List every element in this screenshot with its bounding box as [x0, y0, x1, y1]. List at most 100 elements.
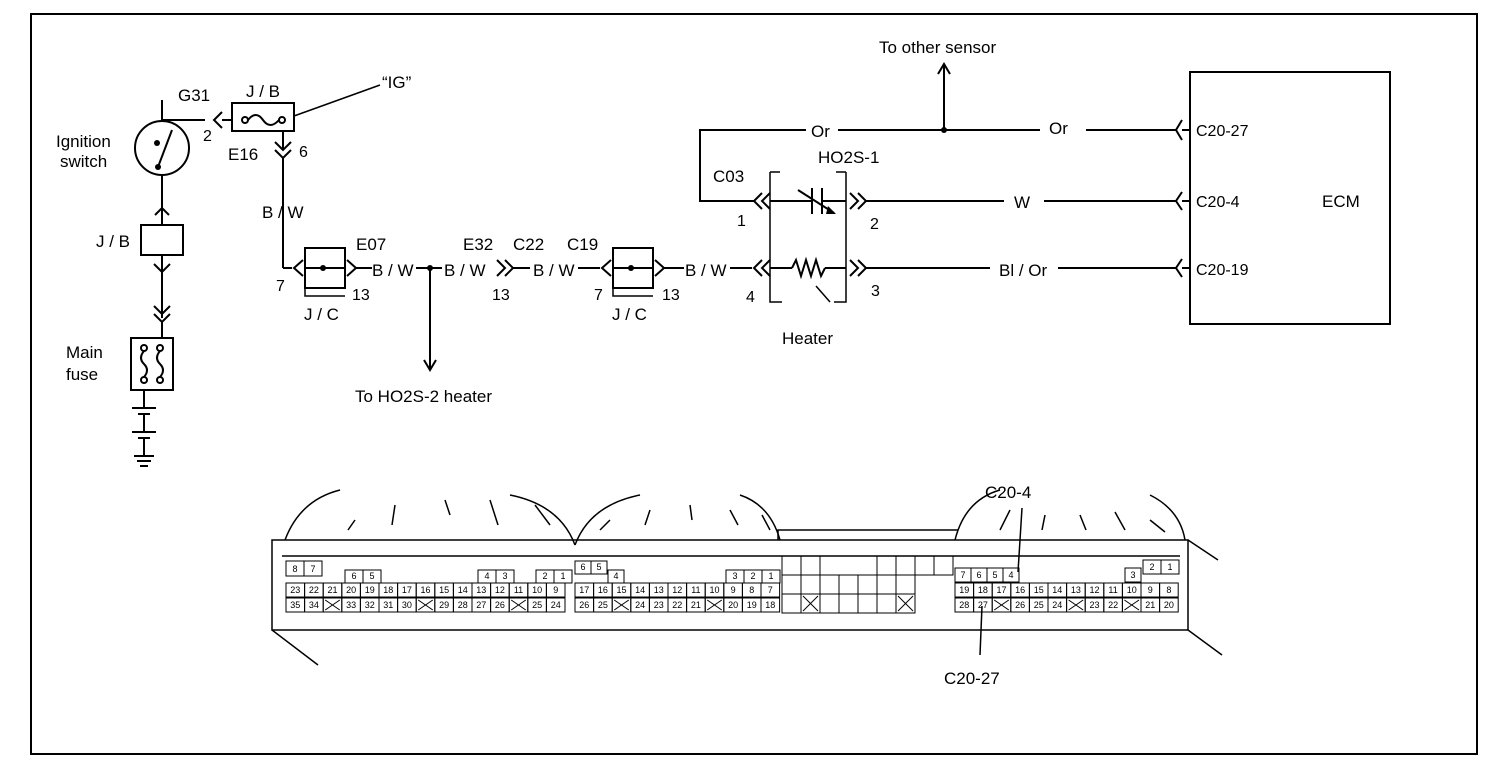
connector-c20-27-label: C20-27	[944, 669, 1000, 688]
pin-13a-label: 13	[352, 287, 370, 304]
connector-pin-number: 12	[672, 585, 682, 595]
or-2-label: Or	[1049, 119, 1068, 138]
connector-pin-number: 21	[327, 585, 337, 595]
pin-2-label: 2	[203, 128, 212, 145]
pin-13c-label: 13	[662, 287, 680, 304]
connector-pin-number: 8	[749, 585, 754, 595]
pin-1-label: 1	[737, 213, 746, 230]
connector-pin-number: 11	[1108, 585, 1117, 595]
connector-c20-4-label: C20-4	[985, 483, 1031, 502]
connector-pin-number: 19	[747, 600, 757, 610]
ecm-label: ECM	[1322, 192, 1360, 211]
connector-pin-number: 20	[1164, 600, 1174, 610]
connector-pin-number: 3	[502, 571, 507, 581]
connector-pin-number: 13	[476, 585, 486, 595]
pin-3-label: 3	[871, 283, 880, 300]
connector-pin-number: 11	[514, 585, 523, 595]
connector-pin-number: 22	[672, 600, 682, 610]
connector-pin-number: 15	[616, 585, 626, 595]
joint-connector-1	[292, 247, 358, 297]
connector-pin-number: 19	[959, 585, 969, 595]
connector-pin-number: 17	[402, 585, 412, 595]
ho2s1-label: HO2S-1	[818, 148, 879, 167]
bw-vertical-label: B / W	[262, 203, 304, 222]
heater-label: Heater	[782, 329, 833, 348]
connector-pin-number: 7	[310, 564, 315, 574]
connector-pin-number: 11	[691, 585, 700, 595]
connector-pin-number: 5	[596, 562, 601, 572]
jc2-label: J / C	[612, 305, 647, 324]
connector-pin-number: 1	[560, 571, 565, 581]
c19-label: C19	[567, 235, 598, 254]
connector-pin-number: 19	[365, 585, 375, 595]
connector-pin-number: 6	[580, 562, 585, 572]
w-label: W	[1014, 193, 1030, 212]
connector-pin-number: 31	[383, 600, 393, 610]
connector-pin-number: 22	[309, 585, 319, 595]
connector-pin-number: 7	[768, 585, 773, 595]
connector-pin-number: 26	[579, 600, 589, 610]
blor-label: Bl / Or	[999, 261, 1048, 280]
ig-label: “IG”	[382, 73, 412, 92]
connector-pin-number: 3	[1130, 570, 1135, 580]
connector-pin-number: 25	[532, 600, 542, 610]
connector-pin-number: 24	[551, 600, 561, 610]
diagram-frame	[30, 13, 1478, 755]
connector-pin-number: 7	[960, 570, 965, 580]
c20-4-pin-label: C20-4	[1196, 194, 1240, 211]
connector-pin-number: 14	[635, 585, 645, 595]
connector-pin-number: 18	[383, 585, 393, 595]
battery-symbol	[132, 407, 156, 467]
connector-pin-number: 16	[598, 585, 608, 595]
connector-pin-number: 4	[484, 571, 489, 581]
bw-3-label: B / W	[533, 261, 575, 280]
connector-pin-number: 18	[978, 585, 988, 595]
connector-pin-number: 17	[996, 585, 1006, 595]
connector-pin-number: 10	[709, 585, 719, 595]
connector-pin-number: 24	[1052, 600, 1062, 610]
e16-label: E16	[228, 145, 258, 164]
to-ho2s2-label: To HO2S-2 heater	[355, 387, 492, 406]
pin-7b-label: 7	[594, 287, 603, 304]
connector-pin-number: 9	[731, 585, 736, 595]
connector-pin-number: 23	[290, 585, 300, 595]
connector-pin-number: 12	[1089, 585, 1099, 595]
main-fuse-label-1: Main	[66, 343, 103, 362]
connector-pin-number: 22	[1108, 600, 1118, 610]
pin-2b-label: 2	[870, 216, 879, 233]
pin-7a-label: 7	[276, 278, 285, 295]
connector-pin-number: 1	[768, 571, 773, 581]
connector-pin-number: 32	[365, 600, 375, 610]
connector-pin-number: 9	[553, 585, 558, 595]
ignition-switch-label-1: Ignition	[56, 132, 111, 151]
bw-2-label: B / W	[444, 261, 486, 280]
jb-left-label: J / B	[96, 232, 130, 251]
connector-pin-number: 2	[542, 571, 547, 581]
ecm-box	[1189, 71, 1391, 325]
connector-pin-number: 3	[732, 571, 737, 581]
c20-27-pin-label: C20-27	[1196, 123, 1249, 140]
connector-pin-number: 9	[1148, 585, 1153, 595]
main-fuse-box	[130, 337, 174, 391]
bw-1-label: B / W	[372, 261, 414, 280]
connector-pin-number: 14	[458, 585, 468, 595]
connector-pin-number: 20	[728, 600, 738, 610]
connector-pin-number: 23	[1089, 600, 1099, 610]
connector-pin-number: 26	[495, 600, 505, 610]
connector-pin-number: 26	[1015, 600, 1025, 610]
connector-pin-number: 16	[420, 585, 430, 595]
connector-pin-number: 13	[654, 585, 664, 595]
jb-left-box	[140, 224, 184, 256]
connector-pin-number: 10	[532, 585, 542, 595]
connector-pin-number: 28	[959, 600, 969, 610]
pin-13b-label: 13	[492, 287, 510, 304]
e32-label: E32	[463, 235, 493, 254]
jc1-label: J / C	[304, 305, 339, 324]
connector-pin-number: 23	[654, 600, 664, 610]
c22-label: C22	[513, 235, 544, 254]
connector-pin-number: 5	[369, 571, 374, 581]
connector-pin-number: 17	[579, 585, 589, 595]
connector-pin-number: 2	[1149, 562, 1154, 572]
connector-pin-number: 8	[292, 564, 297, 574]
